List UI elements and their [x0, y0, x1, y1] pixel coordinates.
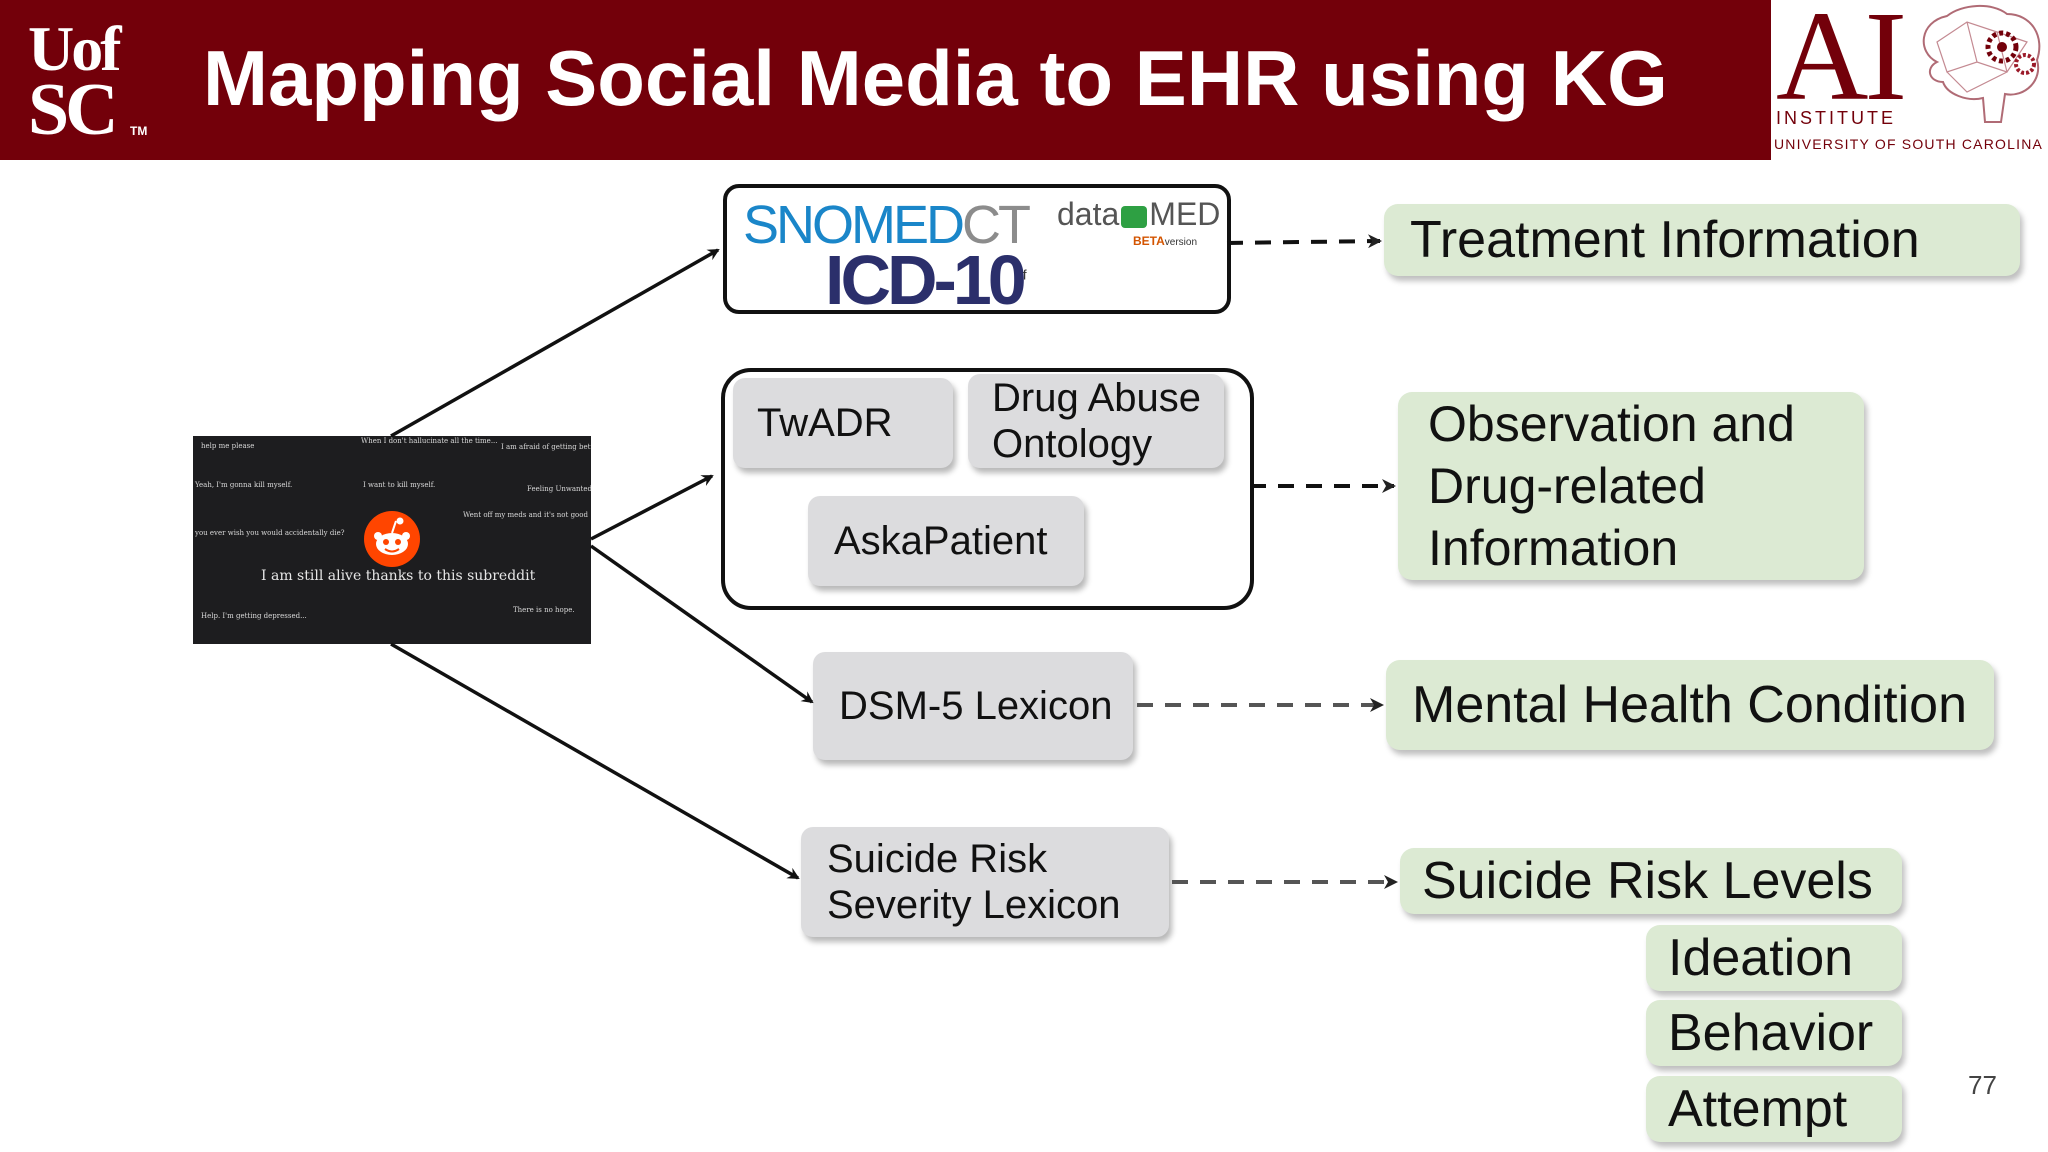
datamed-right-text: MED: [1149, 196, 1221, 232]
page-number: 77: [1968, 1070, 1997, 1100]
datamed-logo: data MED: [1057, 196, 1220, 233]
reddit-post: There is no hope.: [513, 606, 575, 614]
reddit-post: I am afraid of getting better: [501, 443, 591, 451]
ct-text: CT: [962, 195, 1031, 255]
reddit-post: Yeah, I'm gonna kill myself.: [195, 481, 293, 489]
snomed-ct-logo: SNOMEDCT: [743, 194, 1031, 256]
behavior-box: Behavior: [1646, 1000, 1902, 1066]
icd-10-text: ICD-10: [825, 241, 1027, 314]
reddit-post: Went off my meds and it's not good: [463, 511, 588, 519]
dsm-5-lexicon-chip: DSM-5 Lexicon: [813, 652, 1133, 760]
reddit-post: Help. I'm getting depressed...: [201, 612, 307, 620]
askapatient-chip: AskaPatient: [808, 496, 1084, 586]
ai-logo-institute: INSTITUTE: [1776, 108, 1896, 128]
arrow-to-suicide-lexicon: [390, 642, 800, 880]
reddit-post: Feeling Unwanted: [527, 485, 591, 493]
snomed-text: SNOMED: [743, 195, 965, 255]
reddit-post: help me please: [201, 442, 255, 450]
suicide-risk-severity-lexicon-chip: Suicide Risk Severity Lexicon: [801, 827, 1169, 937]
ideation-box: Ideation: [1646, 925, 1902, 991]
arrow-to-medical-ontologies: [390, 248, 720, 438]
datamed-database-icon: [1121, 205, 1148, 228]
suicide-risk-levels-box: Suicide Risk Levels: [1400, 848, 1902, 914]
reddit-icon: [364, 511, 420, 567]
treatment-information-box: Treatment Information: [1384, 204, 2020, 276]
uofsc-logo: Uof SC TM: [18, 13, 158, 149]
datamed-beta-text: BETA: [1133, 234, 1165, 248]
reddit-posts-image: help me please When I don't hallucinate …: [193, 436, 591, 644]
reddit-post: When I don't hallucinate all the time...: [361, 437, 498, 445]
slide-title: Mapping Social Media to EHR using KG: [203, 34, 1668, 122]
datamed-beta-label: BETAversion: [1133, 234, 1197, 248]
mental-health-condition-box: Mental Health Condition: [1386, 660, 1994, 750]
arrow-to-drug-sources: [590, 474, 714, 541]
drug-abuse-ontology-chip: Drug Abuse Ontology: [968, 374, 1224, 468]
dashed-arrow-to-treatment: [1226, 234, 1382, 249]
twadr-chip: TwADR: [733, 378, 953, 468]
uofsc-logo-line2: SC: [28, 69, 119, 151]
ai-logo-university: UNIVERSITY OF SOUTH CAROLINA: [1774, 136, 2044, 152]
uofsc-logo-line1: Uof: [28, 13, 122, 84]
ai-logo-letters: AI: [1776, 0, 1907, 127]
reddit-post: you ever wish you would accidentally die…: [195, 529, 345, 537]
uofsc-logo-tm: TM: [130, 124, 148, 138]
header-bar: Uof SC TM Mapping Social Media to EHR us…: [0, 0, 1771, 160]
ai-institute-logo: AI INSTITUTE UNIVERSITY OF SOUTH CAROLIN…: [1772, 0, 2048, 160]
observation-drug-info-box: Observation and Drug-related Information: [1398, 392, 1864, 580]
icd-10-logo: ICD-10f: [825, 240, 1027, 314]
datamed-version-text: version: [1164, 237, 1198, 248]
reddit-post: I want to kill myself.: [363, 481, 436, 489]
attempt-box: Attempt: [1646, 1076, 1902, 1142]
datamed-left-text: data: [1057, 196, 1120, 232]
brain-gears-icon: [1922, 4, 2041, 123]
medical-ontologies-box: SNOMEDCT ICD-10f data MED BETAversion: [723, 184, 1231, 314]
reddit-headline: I am still alive thanks to this subreddi…: [261, 568, 536, 584]
